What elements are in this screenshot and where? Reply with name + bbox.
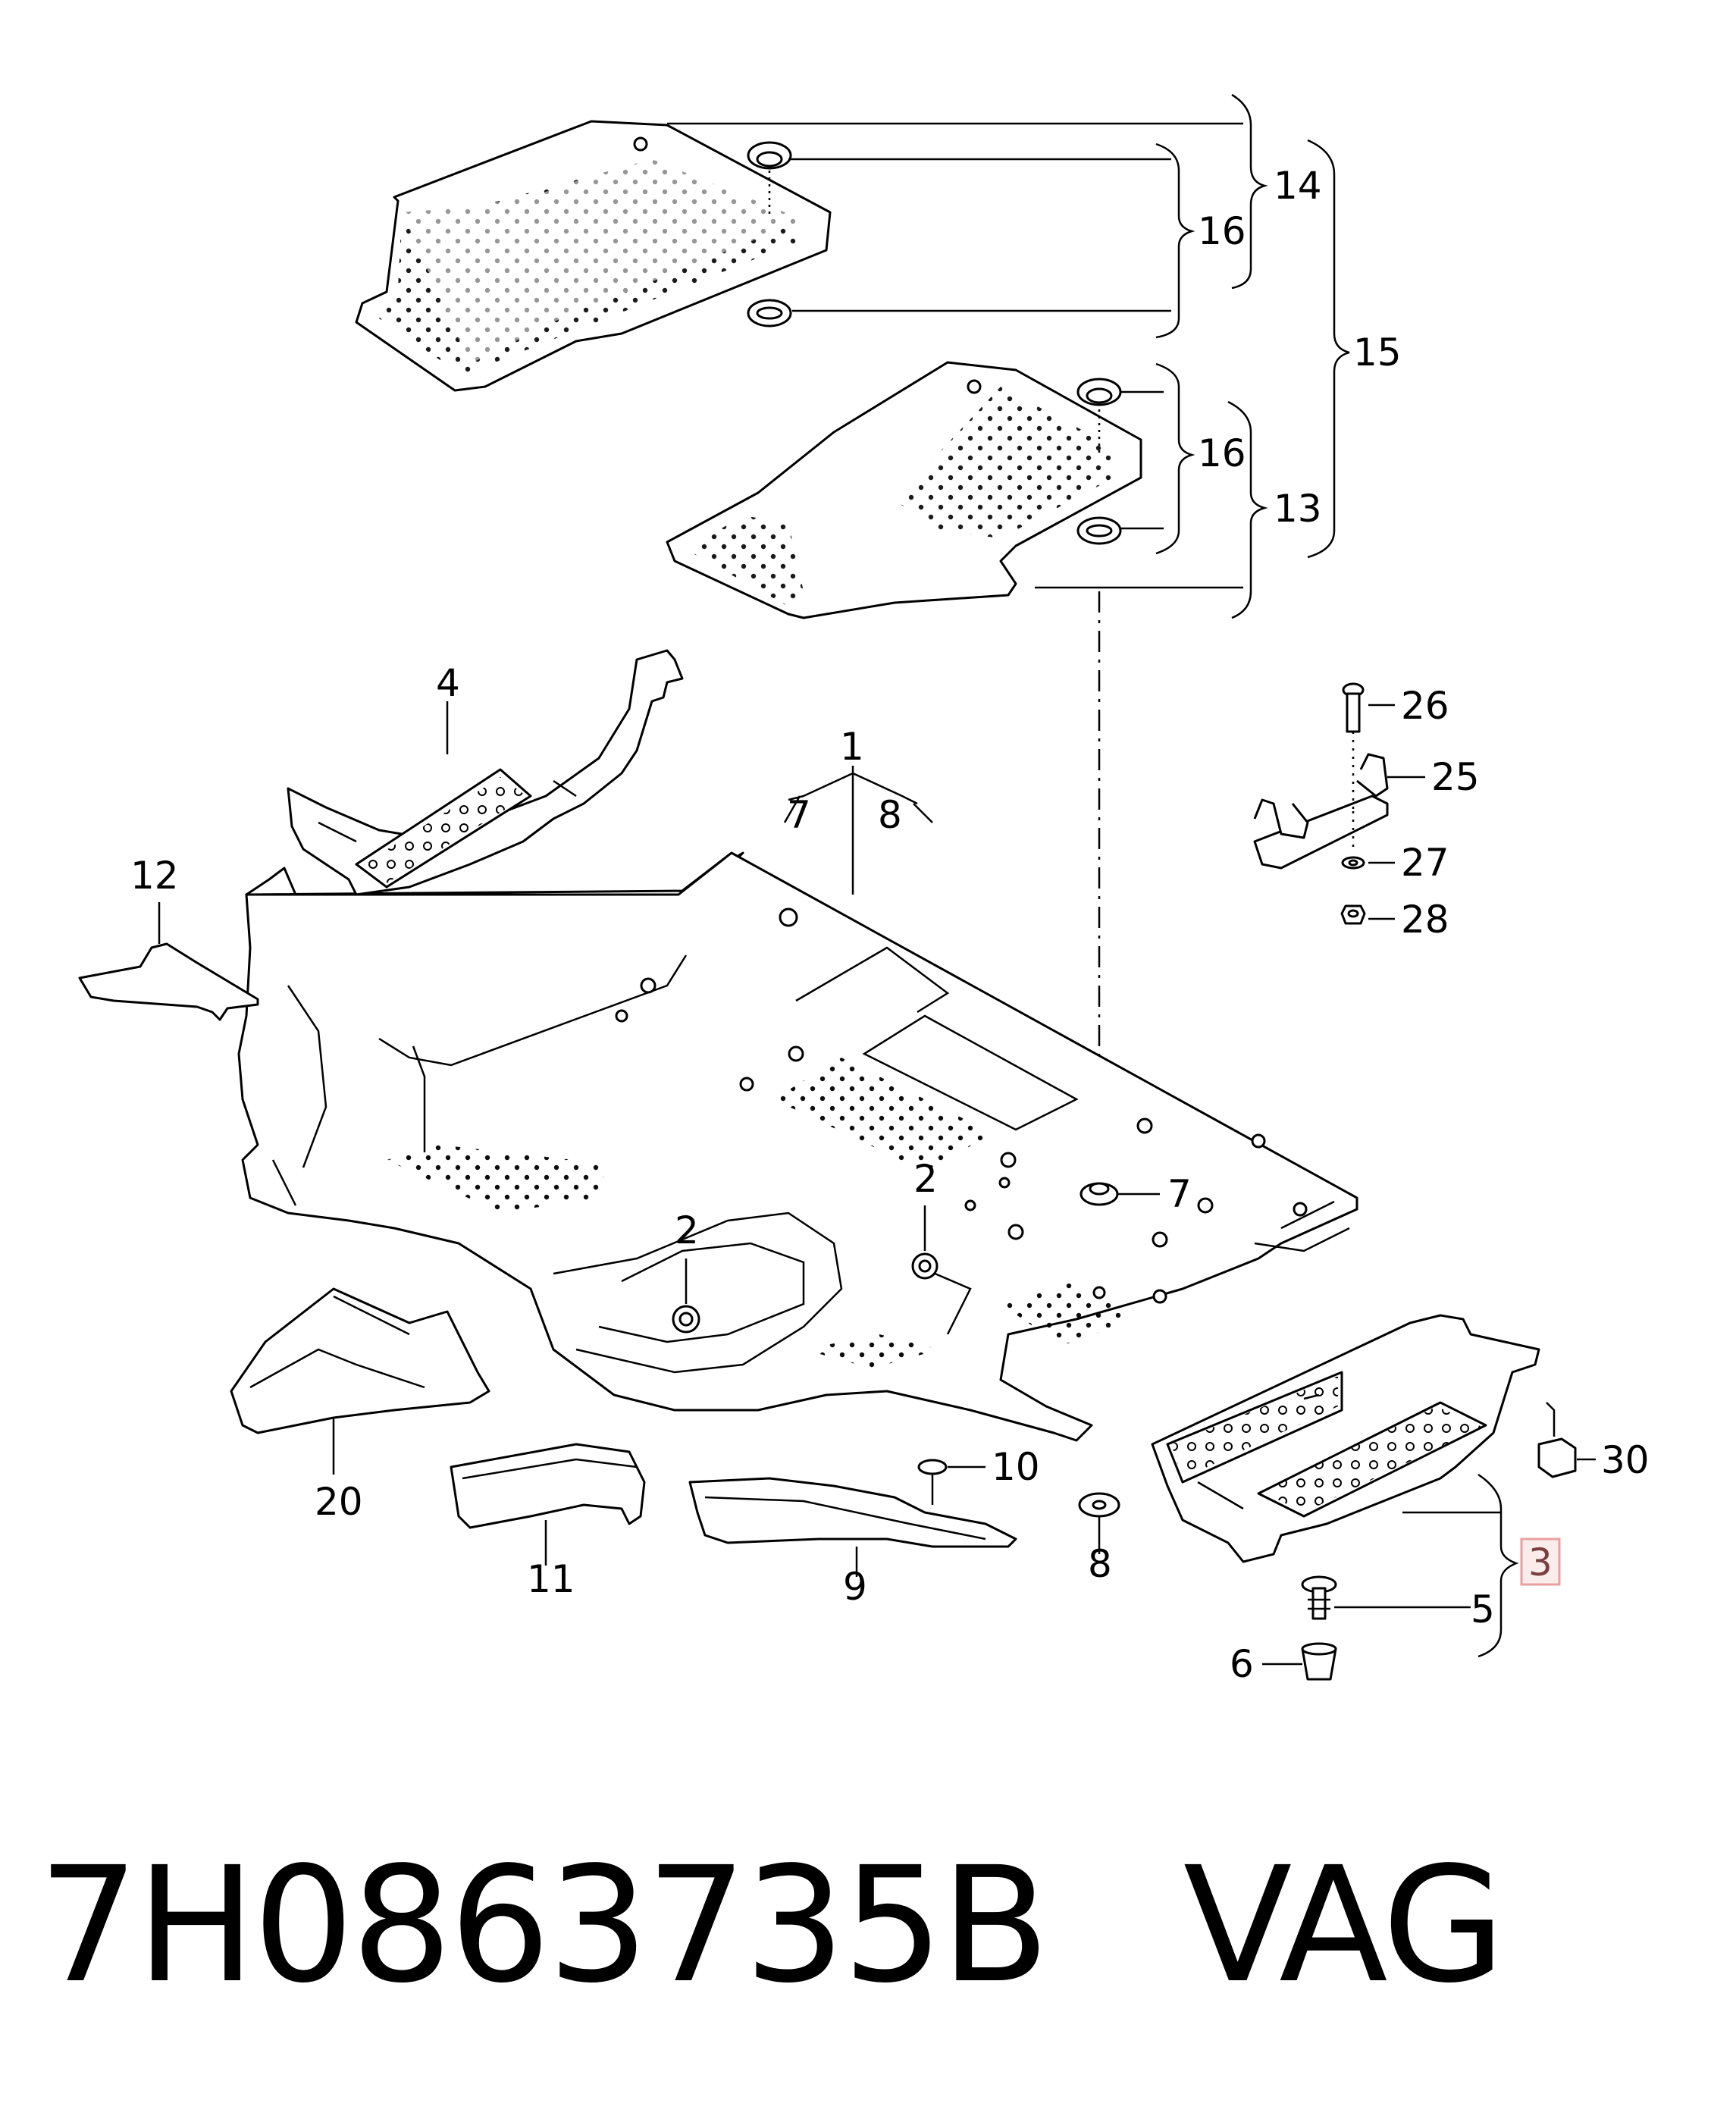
callout-10: 10 (992, 1445, 1040, 1489)
part-number-caption: 7H0863735B VAG (38, 1832, 1506, 2018)
bracket-lines (667, 93, 1350, 619)
cap-6 (1301, 1642, 1337, 1681)
callout-4: 4 (436, 661, 460, 705)
callout-25: 25 (1431, 755, 1480, 799)
grommet-upper-top (747, 141, 792, 170)
callout-labels: 1 7 8 4 12 2 2 7 8 10 9 11 20 14 16 15 1… (130, 164, 1650, 1686)
callout-8-top: 8 (878, 793, 902, 837)
callout-15: 15 (1353, 331, 1402, 375)
part-number: 7H0863735B (38, 1832, 1050, 2018)
callout-5: 5 (1471, 1588, 1495, 1631)
callout-1: 1 (840, 725, 864, 769)
trim-panel-11 (450, 1443, 646, 1529)
screw-10 (917, 1459, 948, 1505)
callout-28: 28 (1401, 898, 1449, 942)
callout-27: 27 (1401, 841, 1449, 885)
highlight-box (1520, 1537, 1561, 1586)
grommet-lower-top (1076, 378, 1122, 406)
bracket-assembly (1253, 682, 1389, 925)
callout-2-right: 2 (913, 1157, 938, 1201)
callout-3: 3 (1528, 1541, 1553, 1584)
grommet-lower-bottom (1076, 516, 1122, 545)
trim-panel-20 (230, 1287, 490, 1434)
clip-8 (1078, 1492, 1120, 1518)
grommet-upper-bottom (747, 299, 792, 328)
clip-2-left (672, 1305, 700, 1334)
callout-30: 30 (1601, 1438, 1650, 1482)
floor-mat-front-left (355, 120, 832, 392)
floor-mat-front-right (666, 361, 1142, 619)
screw-5 (1301, 1575, 1337, 1620)
callout-16-bottom: 16 (1198, 431, 1246, 475)
callout-7-top: 7 (787, 793, 811, 837)
callout-26: 26 (1401, 684, 1449, 728)
callout-6: 6 (1230, 1642, 1254, 1686)
clip-30 (1537, 1437, 1577, 1478)
trim-panel-12 (78, 942, 259, 1021)
storage-tray-4 (287, 649, 684, 896)
callout-7: 7 (1167, 1172, 1192, 1216)
brand-name: VAG (1183, 1832, 1506, 2018)
clip-2-right (911, 1252, 939, 1280)
callout-9: 9 (843, 1565, 867, 1609)
floor-carpet (237, 851, 1358, 1442)
clip-7 (1080, 1182, 1119, 1206)
callout-2-left: 2 (675, 1208, 699, 1252)
callout-8: 8 (1088, 1542, 1112, 1586)
callout-16-top: 16 (1198, 209, 1246, 253)
callout-11: 11 (527, 1557, 575, 1601)
callout-12: 12 (130, 854, 179, 898)
callout-14: 14 (1274, 164, 1322, 208)
leader-lines (158, 701, 1596, 1666)
callout-13: 13 (1274, 487, 1322, 531)
parts-diagram: 1 7 8 4 12 2 2 7 8 10 9 11 20 14 16 15 1… (78, 93, 1650, 1686)
trim-panel-9 (688, 1477, 1017, 1548)
callout-20: 20 (315, 1480, 363, 1524)
storage-tray-3 (1151, 1314, 1540, 1563)
